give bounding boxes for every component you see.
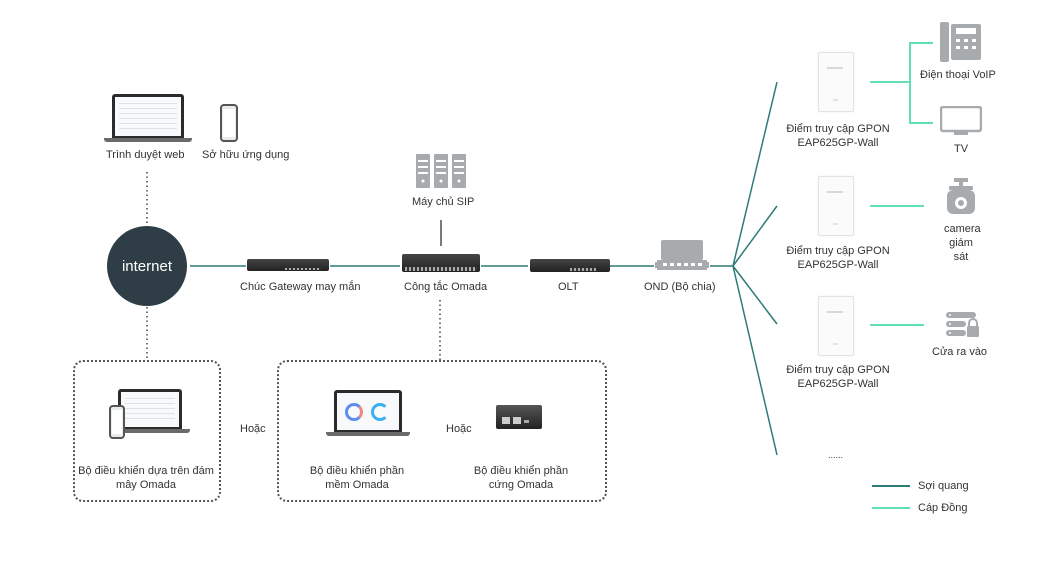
cloud-controller-label-line1: Bộ điều khiển dựa trên đám — [78, 465, 214, 477]
gpon-ap-2-icon — [818, 176, 854, 236]
gateway-label: Chúc Gateway may mắn — [240, 281, 361, 293]
cloud-controller-phone-icon — [109, 405, 125, 439]
tv-label: TV — [954, 143, 969, 155]
copper-bracket-voip-tv — [909, 42, 933, 124]
own-app-label: Sở hữu ứng dụng — [202, 149, 290, 161]
surveillance-camera-icon — [947, 178, 975, 214]
camera-label: camera giám sát — [944, 222, 981, 264]
camera-label-line1: camera — [944, 223, 981, 235]
fiber-split-ap2 — [732, 205, 778, 267]
gpon-ap-3-icon — [818, 296, 854, 356]
or-label-1: Hoặc — [240, 423, 266, 435]
hardware-controller-label: Bộ điều khiển phần cứng Omada — [466, 464, 576, 492]
door-access-label: Cửa ra vào — [932, 346, 988, 358]
gpon-ap-1-label-line1: Điểm truy cập GPON — [786, 123, 890, 135]
gpon-ap-1-icon — [818, 52, 854, 112]
gpon-ap-3-label-line2: EAP625GP-Wall — [797, 378, 879, 390]
camera-label-line2: giám — [949, 237, 973, 249]
tv-icon — [940, 106, 982, 135]
omada-switch-label: Công tắc Omada — [404, 281, 488, 293]
internet-cloud-node: internet — [107, 226, 187, 306]
mobile-app-phone-icon — [220, 104, 238, 142]
fiber-split-more — [732, 265, 778, 456]
sip-server-icon — [416, 154, 466, 188]
gpon-ap-3-label-line1: Điểm truy cập GPON — [786, 364, 890, 376]
web-browser-label: Trình duyệt web — [106, 149, 185, 161]
cloud-controller-group — [73, 360, 221, 502]
legend-copper-label: Cáp Đồng — [918, 502, 968, 514]
olt-label: OLT — [558, 281, 579, 293]
cloud-controller-label-line2: mây Omada — [116, 479, 176, 491]
olt-device-icon — [530, 259, 610, 272]
cloud-controller-label: Bộ điều khiển dựa trên đám mây Omada — [74, 464, 218, 492]
local-controller-group — [277, 360, 607, 502]
internet-label: internet — [121, 257, 173, 275]
fiber-split-ap1 — [732, 81, 778, 267]
gpon-ap-1-label: Điểm truy cập GPON EAP625GP-Wall — [783, 122, 893, 150]
voip-phone-label: Điện thoại VoIP — [920, 69, 996, 81]
hardware-controller-label-line2: cứng Omada — [488, 479, 554, 491]
sip-server-label: Máy chủ SIP — [412, 196, 475, 208]
hardware-controller-device-icon — [496, 405, 542, 429]
door-access-lock-icon — [946, 312, 979, 337]
fiber-split-ap3 — [732, 265, 778, 325]
software-controller-label: Bộ điều khiển phần mềm Omada — [302, 464, 412, 492]
gpon-ap-2-label-line2: EAP625GP-Wall — [797, 259, 879, 271]
voip-phone-icon — [940, 22, 981, 62]
software-controller-label-line1: Bộ điều khiển phần — [309, 465, 405, 477]
gpon-ap-2-label-line1: Điểm truy cập GPON — [786, 245, 890, 257]
legend-fiber-label: Sợi quang — [918, 480, 969, 492]
hardware-controller-label-line1: Bộ điều khiển phần — [473, 465, 569, 477]
odn-splitter-icon — [655, 240, 709, 270]
odn-label: OND (Bộ chia) — [644, 281, 716, 293]
gpon-ap-3-label: Điểm truy cập GPON EAP625GP-Wall — [783, 363, 893, 391]
more-devices-ellipsis: ...... — [828, 450, 844, 460]
camera-label-line3: sát — [953, 251, 969, 263]
gpon-ap-1-label-line2: EAP625GP-Wall — [797, 137, 879, 149]
gpon-ap-2-label: Điểm truy cập GPON EAP625GP-Wall — [783, 244, 893, 272]
gateway-device-icon — [247, 259, 329, 271]
or-label-2: Hoặc — [446, 423, 472, 435]
software-controller-label-line2: mềm Omada — [325, 479, 389, 491]
omada-switch-device-icon — [402, 254, 480, 272]
